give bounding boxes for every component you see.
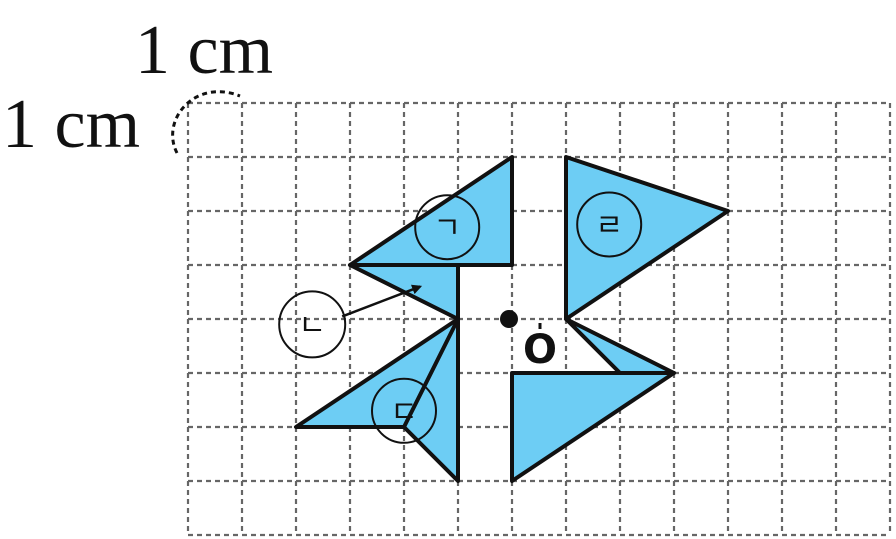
center-point-dot <box>500 310 518 328</box>
shape-lower-right-tri <box>564 317 676 375</box>
shape-label-digeut: ㄷ <box>390 395 418 430</box>
shape-label-rieul: ㄹ <box>595 209 623 244</box>
label-circle-digeut <box>371 377 437 444</box>
shape-giyeok <box>348 155 514 267</box>
label-circle-rieul <box>576 191 643 258</box>
shape-label-nieun: ㄴ <box>298 308 326 343</box>
label-circle-giyeok <box>414 194 481 261</box>
callout-arrow-nieun <box>341 284 423 318</box>
shape-lower-center <box>510 371 676 483</box>
shape-rieul <box>564 155 730 321</box>
unit-label-horizontal: 1 cm <box>135 12 274 89</box>
shape-label-giyeok: ㄱ <box>433 211 461 246</box>
callout-circle-nieun <box>278 290 347 359</box>
unit-label-vertical: 1 cm <box>2 86 141 163</box>
unit-bracket <box>171 90 241 154</box>
center-point-label: O <box>523 327 557 373</box>
